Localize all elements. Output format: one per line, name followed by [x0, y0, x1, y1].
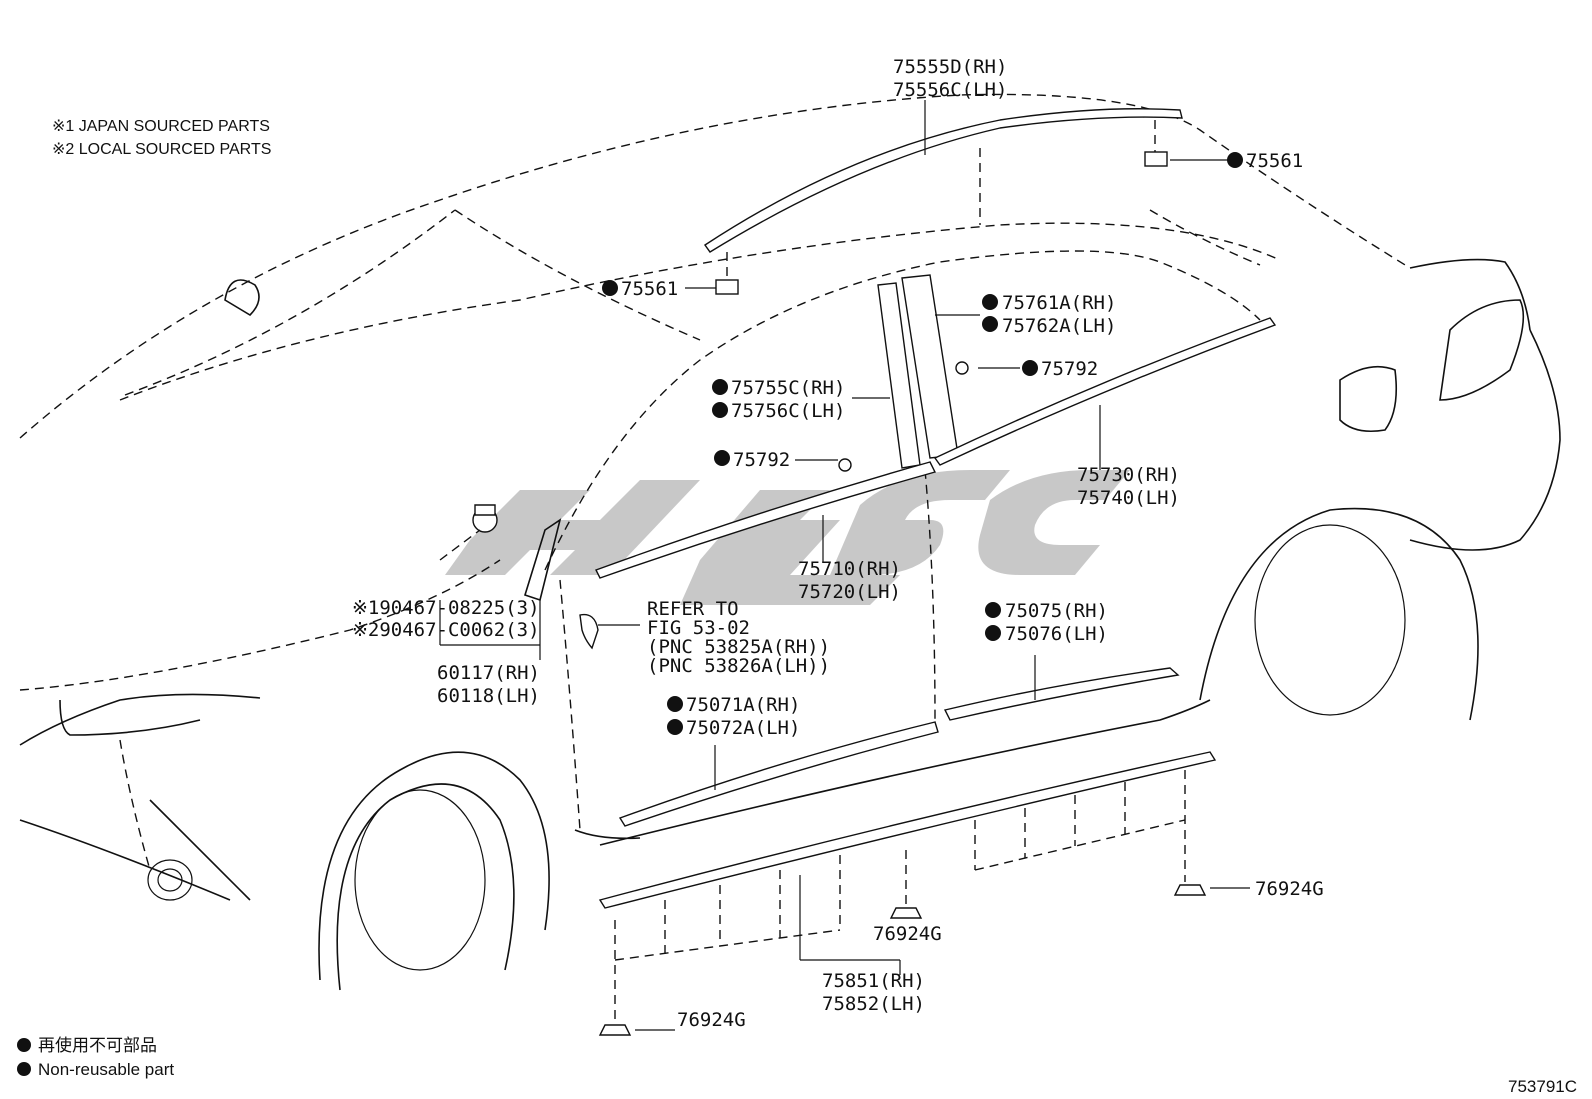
label-75072a: 75072A(LH): [686, 717, 800, 739]
label-75556c: 75556C(LH): [893, 79, 1007, 101]
label-75792-right: 75792: [1041, 358, 1098, 380]
front-window-molding: [595, 461, 937, 579]
label-75761a: 75761A(RH): [1002, 292, 1116, 314]
label-75730: 75730(RH): [1077, 464, 1180, 486]
label-75561-right: 75561: [1246, 150, 1303, 172]
front-door-molding: [618, 721, 939, 827]
note-japan-sourced: ※1 JAPAN SOURCED PARTS: [52, 118, 270, 135]
small-clip-75792: [838, 361, 969, 472]
legend-japanese: 再使用不可部品: [38, 1035, 157, 1055]
label-75756c: 75756C(LH): [731, 400, 845, 422]
label-75851: 75851(RH): [822, 970, 925, 992]
roof-molding: [704, 108, 1183, 253]
label-75561-left: 75561: [621, 278, 678, 300]
note-local-sourced: ※2 LOCAL SOURCED PARTS: [52, 141, 271, 158]
non-reusable-markers: [17, 152, 1243, 1076]
rear-door-molding: [943, 667, 1180, 721]
refer-line-1: REFER TO: [647, 598, 739, 620]
rear-window-molding: [933, 317, 1277, 466]
rocker-panel-molding: [598, 751, 1217, 909]
label-75720: 75720(LH): [798, 581, 901, 603]
label-75075: 75075(RH): [1005, 600, 1108, 622]
label-76924g-mid: 76924G: [873, 923, 942, 945]
label-75762a: 75762A(LH): [1002, 315, 1116, 337]
legend-english: Non-reusable part: [38, 1060, 174, 1079]
label-75852: 75852(LH): [822, 993, 925, 1015]
refer-line-3: (PNC 53825A(RH)): [647, 636, 830, 658]
leader-lines: [439, 100, 1250, 1031]
car-body-outline: [19, 93, 1561, 991]
label-75710: 75710(RH): [798, 558, 901, 580]
roof-clip-left: [715, 279, 739, 295]
label-75792-left: 75792: [733, 449, 790, 471]
label-bolt-japan: ※190467-08225(3): [352, 597, 540, 619]
label-75076: 75076(LH): [1005, 623, 1108, 645]
clip-60117: [472, 504, 498, 533]
label-60118: 60118(LH): [437, 685, 540, 707]
refer-line-4: (PNC 53826A(LH)): [647, 655, 830, 677]
label-75740: 75740(LH): [1077, 487, 1180, 509]
roof-clip-right: [1144, 151, 1168, 167]
label-76924g-left: 76924G: [677, 1009, 746, 1031]
figure-id: 753791C: [1508, 1077, 1577, 1096]
fender-bracket: [579, 613, 599, 650]
label-76924g-right: 76924G: [1255, 878, 1324, 900]
retainer-clips: [598, 884, 1207, 1036]
refer-line-2: FIG 53-02: [647, 617, 750, 639]
label-75755c: 75755C(RH): [731, 377, 845, 399]
label-75555d: 75555D(RH): [893, 56, 1007, 78]
label-75071a: 75071A(RH): [686, 694, 800, 716]
watermark-logo: [445, 470, 1130, 605]
label-60117: 60117(RH): [437, 662, 540, 684]
label-bolt-local: ※290467-C0062(3): [352, 619, 540, 641]
